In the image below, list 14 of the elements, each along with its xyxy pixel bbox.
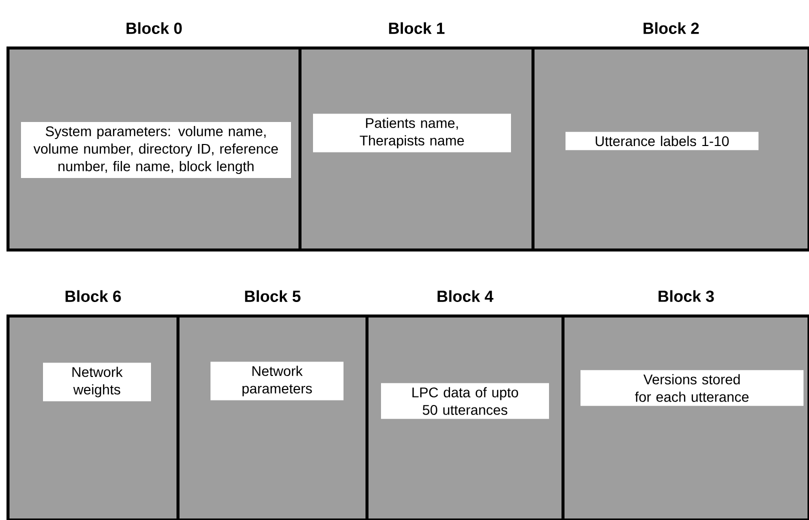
text-box: Network parameters [210, 362, 344, 400]
node-label: Block 4 [438, 290, 494, 302]
node-label: Block 3 [658, 290, 714, 302]
node-label: Block 6 [66, 290, 121, 302]
node-label: Block 2 [644, 22, 699, 34]
node-label: Block 5 [245, 290, 300, 302]
text-box: Utterance labels 1-10 [566, 132, 758, 150]
text-box: System parameters: volume name, volume number, directory ID, reference number, file name, block length [21, 122, 291, 178]
text-box: LPC data of upto 50 utterances [381, 383, 549, 419]
node-label: Block 1 [389, 22, 444, 34]
text-box: Network weights [43, 362, 151, 402]
text-box: Patients name, Therapists name [313, 114, 511, 152]
node-label: Block 0 [126, 22, 182, 34]
text-box: Versions stored for each utterance [580, 370, 804, 406]
